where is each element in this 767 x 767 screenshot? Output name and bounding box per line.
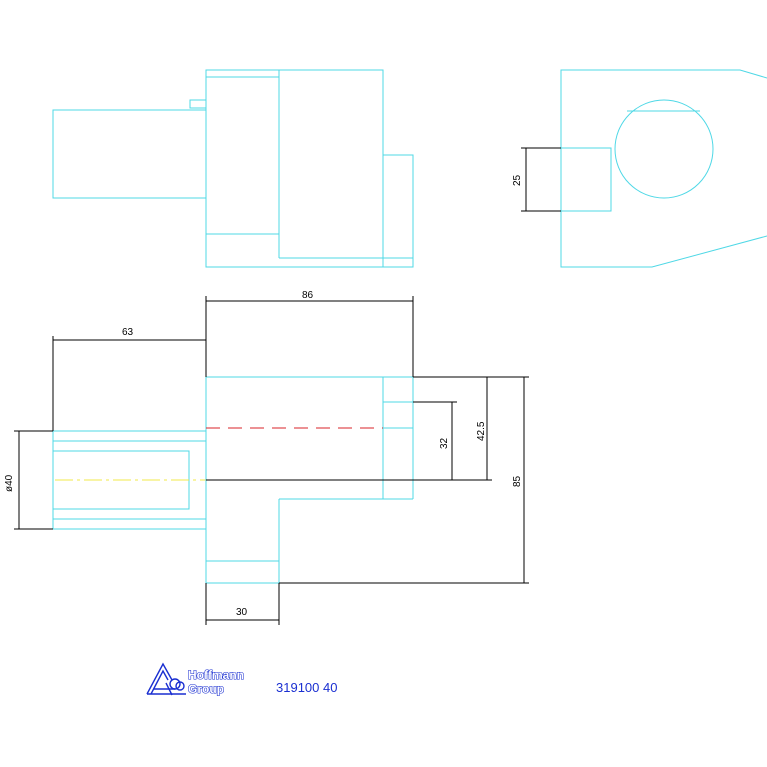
front-view-dimensions: 86 63 32 42.5 85 ø40 30 [4,290,529,625]
dimension-label-85: 85 [512,475,523,487]
dimension-label-42-5: 42.5 [476,421,487,441]
dimension-label-63: 63 [122,327,134,338]
title-block: Hoffmann Group 319100 40 [146,662,337,697]
top-view-body [205,69,384,268]
dimension-label-86: 86 [302,290,314,301]
top-view [52,69,414,268]
logo-text-line1: Hoffmann [188,668,244,682]
dimension-label-diameter: ø40 [4,474,15,492]
side-view-outline [560,69,767,148]
dimension-label-30: 30 [236,607,248,618]
side-view-outline [560,211,767,268]
part-number: 319100 40 [276,680,337,695]
top-view-step [383,154,414,268]
logo-text-line2: Group [188,682,224,696]
hoffmann-group-logo-icon [146,662,186,696]
top-view-shank-outline [189,99,206,109]
dimension-label-32: 32 [439,437,450,449]
side-view-slot [560,147,612,212]
side-view: 25 [512,69,767,268]
dimension-label-25: 25 [512,174,523,186]
front-view [52,376,414,584]
side-view-bore [614,99,714,199]
top-view-shank [52,109,207,199]
